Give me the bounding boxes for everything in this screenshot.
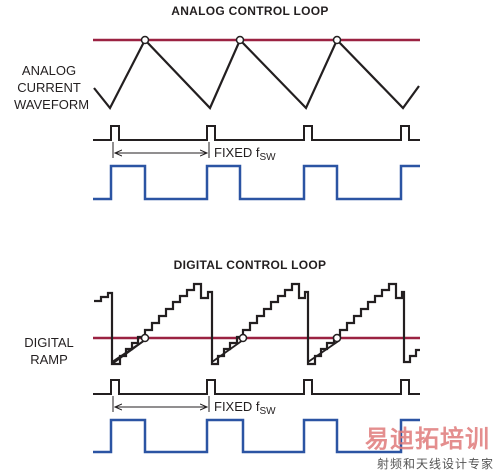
analog-clock-pulses [93, 125, 420, 141]
digital-fixed-text: FIXED f [214, 399, 260, 414]
analog-title: ANALOG CONTROL LOOP [171, 4, 329, 18]
digital-crossing-dot-2 [238, 333, 248, 343]
digital-fixed-sub: SW [259, 406, 276, 417]
watermark-logo-text: 易迪拓培训 [365, 425, 490, 453]
digital-ramp-diagonals [111, 339, 341, 363]
analog-fixed-fsw-label: FIXED fSW [214, 145, 276, 163]
digital-gate-signal [93, 418, 420, 454]
analog-waveform-label: ANALOG CURRENT WAVEFORM [14, 62, 90, 113]
digital-title: DIGITAL CONTROL LOOP [173, 258, 327, 272]
analog-crossing-dot-1 [140, 35, 150, 45]
digital-label-line-1: DIGITAL [24, 335, 74, 350]
analog-crossing-dot-2 [235, 35, 245, 45]
digital-crossing-dot-3 [332, 333, 342, 343]
analog-label-line-2: CURRENT [17, 80, 81, 95]
digital-crossing-dot-1 [140, 333, 150, 343]
analog-label-line-1: ANALOG [21, 63, 77, 78]
analog-label-line-3: WAVEFORM [14, 97, 90, 112]
digital-fixed-fsw-label: FIXED fSW [214, 399, 276, 417]
analog-current-waveform [93, 38, 420, 111]
watermark-subtitle: 射频和天线设计专家 [376, 457, 494, 471]
analog-crossing-dot-3 [332, 35, 342, 45]
digital-label-line-2: RAMP [30, 352, 68, 367]
digital-clock-pulses [93, 379, 420, 395]
analog-gate-signal [93, 164, 420, 201]
analog-fixed-text: FIXED f [214, 145, 260, 160]
digital-ramp-label: DIGITAL RAMP [14, 334, 84, 368]
digital-ramp-waveform [94, 282, 420, 366]
analog-fixed-sub: SW [259, 152, 276, 163]
